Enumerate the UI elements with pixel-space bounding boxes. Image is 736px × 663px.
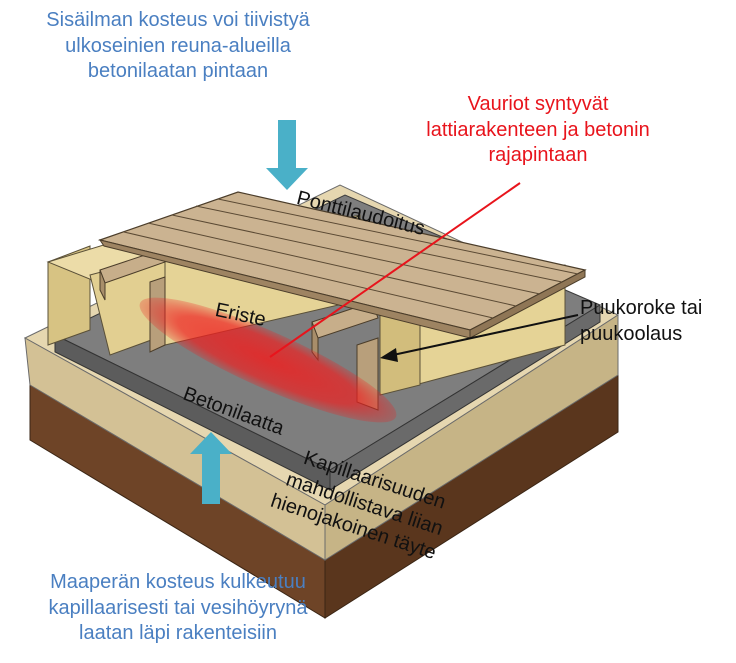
bottom-note-line-1: Maaperän kosteus kulkeutuu bbox=[50, 571, 306, 593]
joist-label-line-2: puukoolaus bbox=[580, 322, 683, 345]
damage-pointer-line bbox=[269, 182, 521, 358]
damage-note-line-2: lattiarakenteen ja betonin bbox=[426, 118, 650, 141]
up-arrow-icon bbox=[190, 432, 232, 504]
floor-boards bbox=[97, 191, 587, 339]
bottom-note-line-3: laatan läpi rakenteisiin bbox=[79, 622, 277, 645]
top-note-line-3: betonilaatan pintaan bbox=[87, 60, 269, 83]
joist-pointer-arrow bbox=[380, 314, 579, 362]
damage-note-line-3: rajapintaan bbox=[488, 144, 588, 167]
bottom-note-line-2: kapillaarisesti tai vesihöyrynä bbox=[48, 596, 308, 619]
damage-note: Vauriot syntyvät lattiarakenteen ja beto… bbox=[408, 92, 668, 169]
top-note-line-1: Sisäilman kosteus voi tiivistyä bbox=[46, 9, 310, 31]
joist-label: Puukoroke tai puukoolaus bbox=[580, 296, 702, 347]
damage-note-line-1: Vauriot syntyvät bbox=[467, 93, 609, 115]
bottom-moisture-note: Maaperän kosteus kulkeutuu kapillaarises… bbox=[18, 570, 338, 647]
top-moisture-note: Sisäilman kosteus voi tiivistyä ulkosein… bbox=[18, 8, 338, 85]
damage-zone bbox=[139, 297, 397, 423]
down-arrow-icon bbox=[266, 120, 308, 190]
joist-label-line-1: Puukoroke tai bbox=[580, 297, 703, 319]
top-note-line-2: ulkoseinien reuna-alueilla bbox=[65, 34, 291, 57]
